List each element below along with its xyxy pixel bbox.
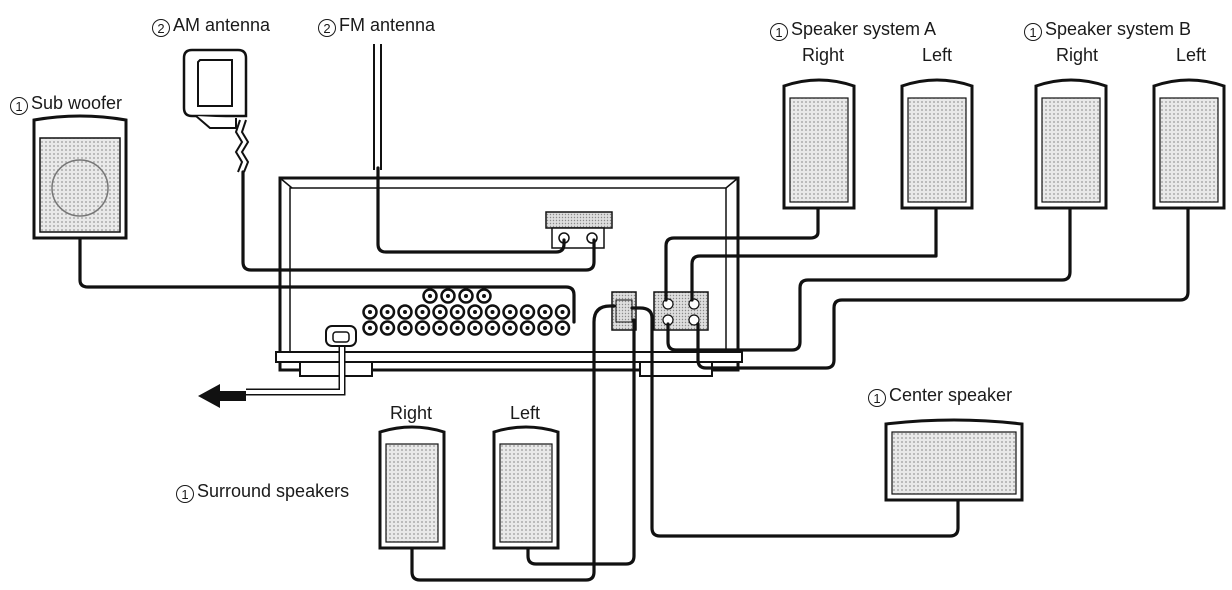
rca-jack-center — [385, 310, 390, 314]
rca-jack-center — [455, 326, 460, 330]
speaker-system-a-text: Speaker system A — [791, 19, 937, 39]
speaker-b-right — [1034, 78, 1108, 210]
surround-right-label: Right — [390, 403, 433, 423]
surround-speaker-left — [492, 425, 560, 550]
center-speaker-text: Center speaker — [889, 385, 1013, 405]
rca-jack-center — [464, 294, 468, 298]
rca-jack-center — [560, 326, 565, 330]
speaker-b-left-label: Left — [1176, 45, 1207, 65]
rca-jack-center — [473, 326, 477, 330]
rca-jack-center — [508, 310, 512, 314]
rca-jack-center — [473, 310, 477, 314]
number-badge: 1 — [176, 485, 194, 503]
rca-jack-center — [420, 326, 425, 330]
speaker-a-right — [782, 78, 856, 210]
speaker-wires — [78, 166, 1190, 582]
sub-woofer-speaker — [32, 114, 128, 240]
speaker-b-right-label: Right — [1056, 45, 1099, 65]
rca-jack-panel — [362, 288, 571, 336]
speaker-a-right-label: Right — [802, 45, 845, 65]
speaker-system-b-text: Speaker system B — [1045, 19, 1192, 39]
number-badge: 1 — [1024, 23, 1042, 41]
surround-left-label: Left — [510, 403, 541, 423]
antenna-terminal — [545, 211, 613, 249]
number-badge: 1 — [10, 97, 28, 115]
rca-jack-center — [482, 294, 486, 298]
rca-jack-center — [403, 310, 407, 314]
rca-jack-center — [490, 310, 495, 314]
rca-jack-center — [420, 310, 425, 314]
surround-speaker-right — [378, 425, 446, 550]
number-badge: 2 — [152, 19, 170, 37]
speaker-a-left — [900, 78, 974, 210]
rca-jack-center — [490, 326, 495, 330]
am-antenna — [182, 48, 250, 173]
am-antenna-text: AM antenna — [173, 15, 271, 35]
number-badge: 1 — [868, 389, 886, 407]
fm-antenna-text: FM antenna — [339, 15, 436, 35]
arrow-left-icon — [198, 384, 246, 408]
rca-jack-center — [525, 326, 530, 330]
rca-jack-center — [455, 310, 460, 314]
rca-jack-center — [446, 294, 450, 298]
rca-jack-center — [543, 326, 547, 330]
fm-antenna — [373, 44, 382, 170]
number-badge: 2 — [318, 19, 336, 37]
speaker-terminals-center — [611, 291, 637, 331]
sub-woofer-text: Sub woofer — [31, 93, 123, 113]
surround-speakers-text: Surround speakers — [197, 481, 350, 501]
rca-jack-center — [525, 310, 530, 314]
number-badge: 1 — [770, 23, 788, 41]
rca-jack-center — [368, 310, 372, 314]
rca-jack-center — [368, 326, 372, 330]
rca-jack-center — [438, 326, 442, 330]
rca-jack-center — [385, 326, 390, 330]
rca-jack-center — [508, 326, 512, 330]
speaker-a-left-label: Left — [922, 45, 953, 65]
center-speaker — [884, 418, 1024, 502]
rca-jack-center — [428, 294, 432, 298]
rca-jack-center — [403, 326, 407, 330]
speaker-terminals-main — [653, 291, 709, 331]
rca-jack-center — [543, 310, 547, 314]
rca-jack-center — [438, 310, 442, 314]
power-cord — [246, 325, 357, 396]
rca-jack-center — [560, 310, 565, 314]
speaker-b-left — [1152, 78, 1226, 210]
